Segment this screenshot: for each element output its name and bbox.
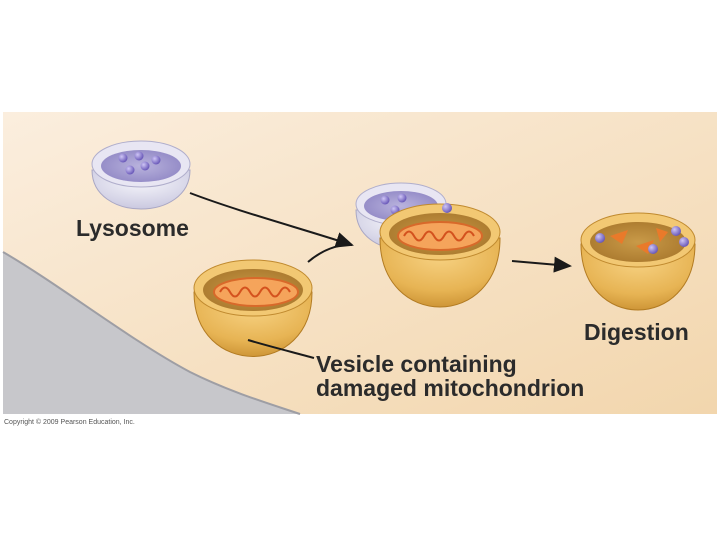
- enzyme: [671, 226, 681, 236]
- enzyme: [648, 244, 658, 254]
- mitochondrion-icon: [397, 221, 483, 251]
- arrow-lysosome-to-fusion: [189, 192, 354, 248]
- enzyme: [118, 153, 128, 163]
- fusing-vesicle-icon: [355, 182, 501, 308]
- enzyme: [679, 237, 689, 247]
- enzyme: [397, 193, 407, 203]
- enzyme: [595, 233, 605, 243]
- copyright-notice: Copyright © 2009 Pearson Education, Inc.: [4, 419, 135, 426]
- enzyme: [380, 195, 390, 205]
- arrow-fusion-to-digestion: [511, 256, 572, 273]
- vesicle-icon: [193, 259, 313, 357]
- lysosome-icon: [91, 140, 191, 210]
- fragment: [656, 228, 668, 242]
- enzyme: [134, 151, 144, 161]
- enzyme: [140, 161, 150, 171]
- label-vesicle: Vesicle containing damaged mitochondrion: [316, 352, 584, 400]
- enzyme: [151, 155, 161, 165]
- fragment: [610, 230, 628, 244]
- label-digestion: Digestion: [584, 319, 689, 345]
- label-vesicle-line2: damaged mitochondrion: [316, 375, 585, 401]
- mitochondrion-icon: [213, 277, 299, 307]
- arrow-vesicle-to-fusion: [307, 243, 353, 263]
- label-vesicle-line1: Vesicle containing: [316, 351, 517, 377]
- leader-line-vesicle: [247, 339, 315, 359]
- label-lysosome: Lysosome: [76, 215, 189, 241]
- enzyme: [442, 203, 452, 213]
- digestion-vesicle-icon: [580, 212, 696, 311]
- enzyme: [125, 165, 135, 175]
